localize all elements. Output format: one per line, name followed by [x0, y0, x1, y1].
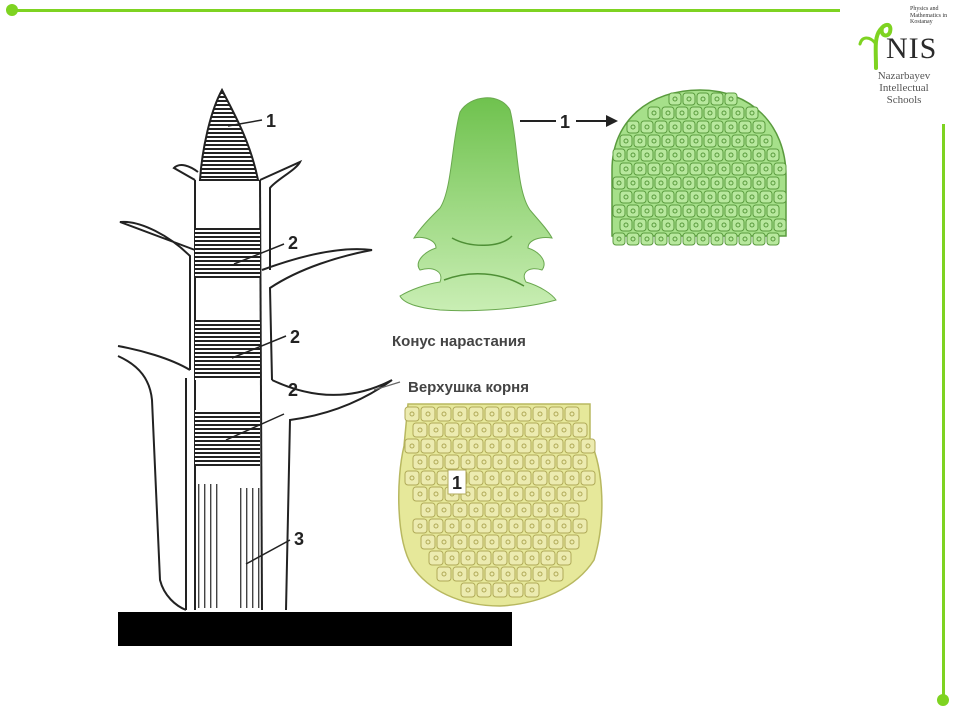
stem-apex: [200, 90, 258, 180]
arrow-label: 1: [560, 112, 570, 132]
label-node-b: 2: [290, 327, 300, 347]
growth-cone: [400, 98, 556, 311]
node-band-a: [195, 228, 260, 278]
black-bar: [118, 612, 512, 646]
caption-root: Верхушка корня: [408, 379, 529, 396]
vascular-left: [198, 484, 220, 608]
caption-shoot: Конус нарастания: [392, 333, 526, 350]
stem-diagram: [118, 90, 392, 610]
label-apex: 1: [266, 111, 276, 131]
root-apex-cells: [399, 404, 602, 606]
node-band-c: [195, 410, 260, 466]
label-node-a: 2: [288, 233, 298, 253]
vascular-right: [236, 488, 260, 608]
shoot-apex-cells: [612, 90, 786, 245]
label-vascular: 3: [294, 529, 304, 549]
root-label: 1: [452, 473, 462, 493]
label-node-c: 2: [288, 380, 298, 400]
